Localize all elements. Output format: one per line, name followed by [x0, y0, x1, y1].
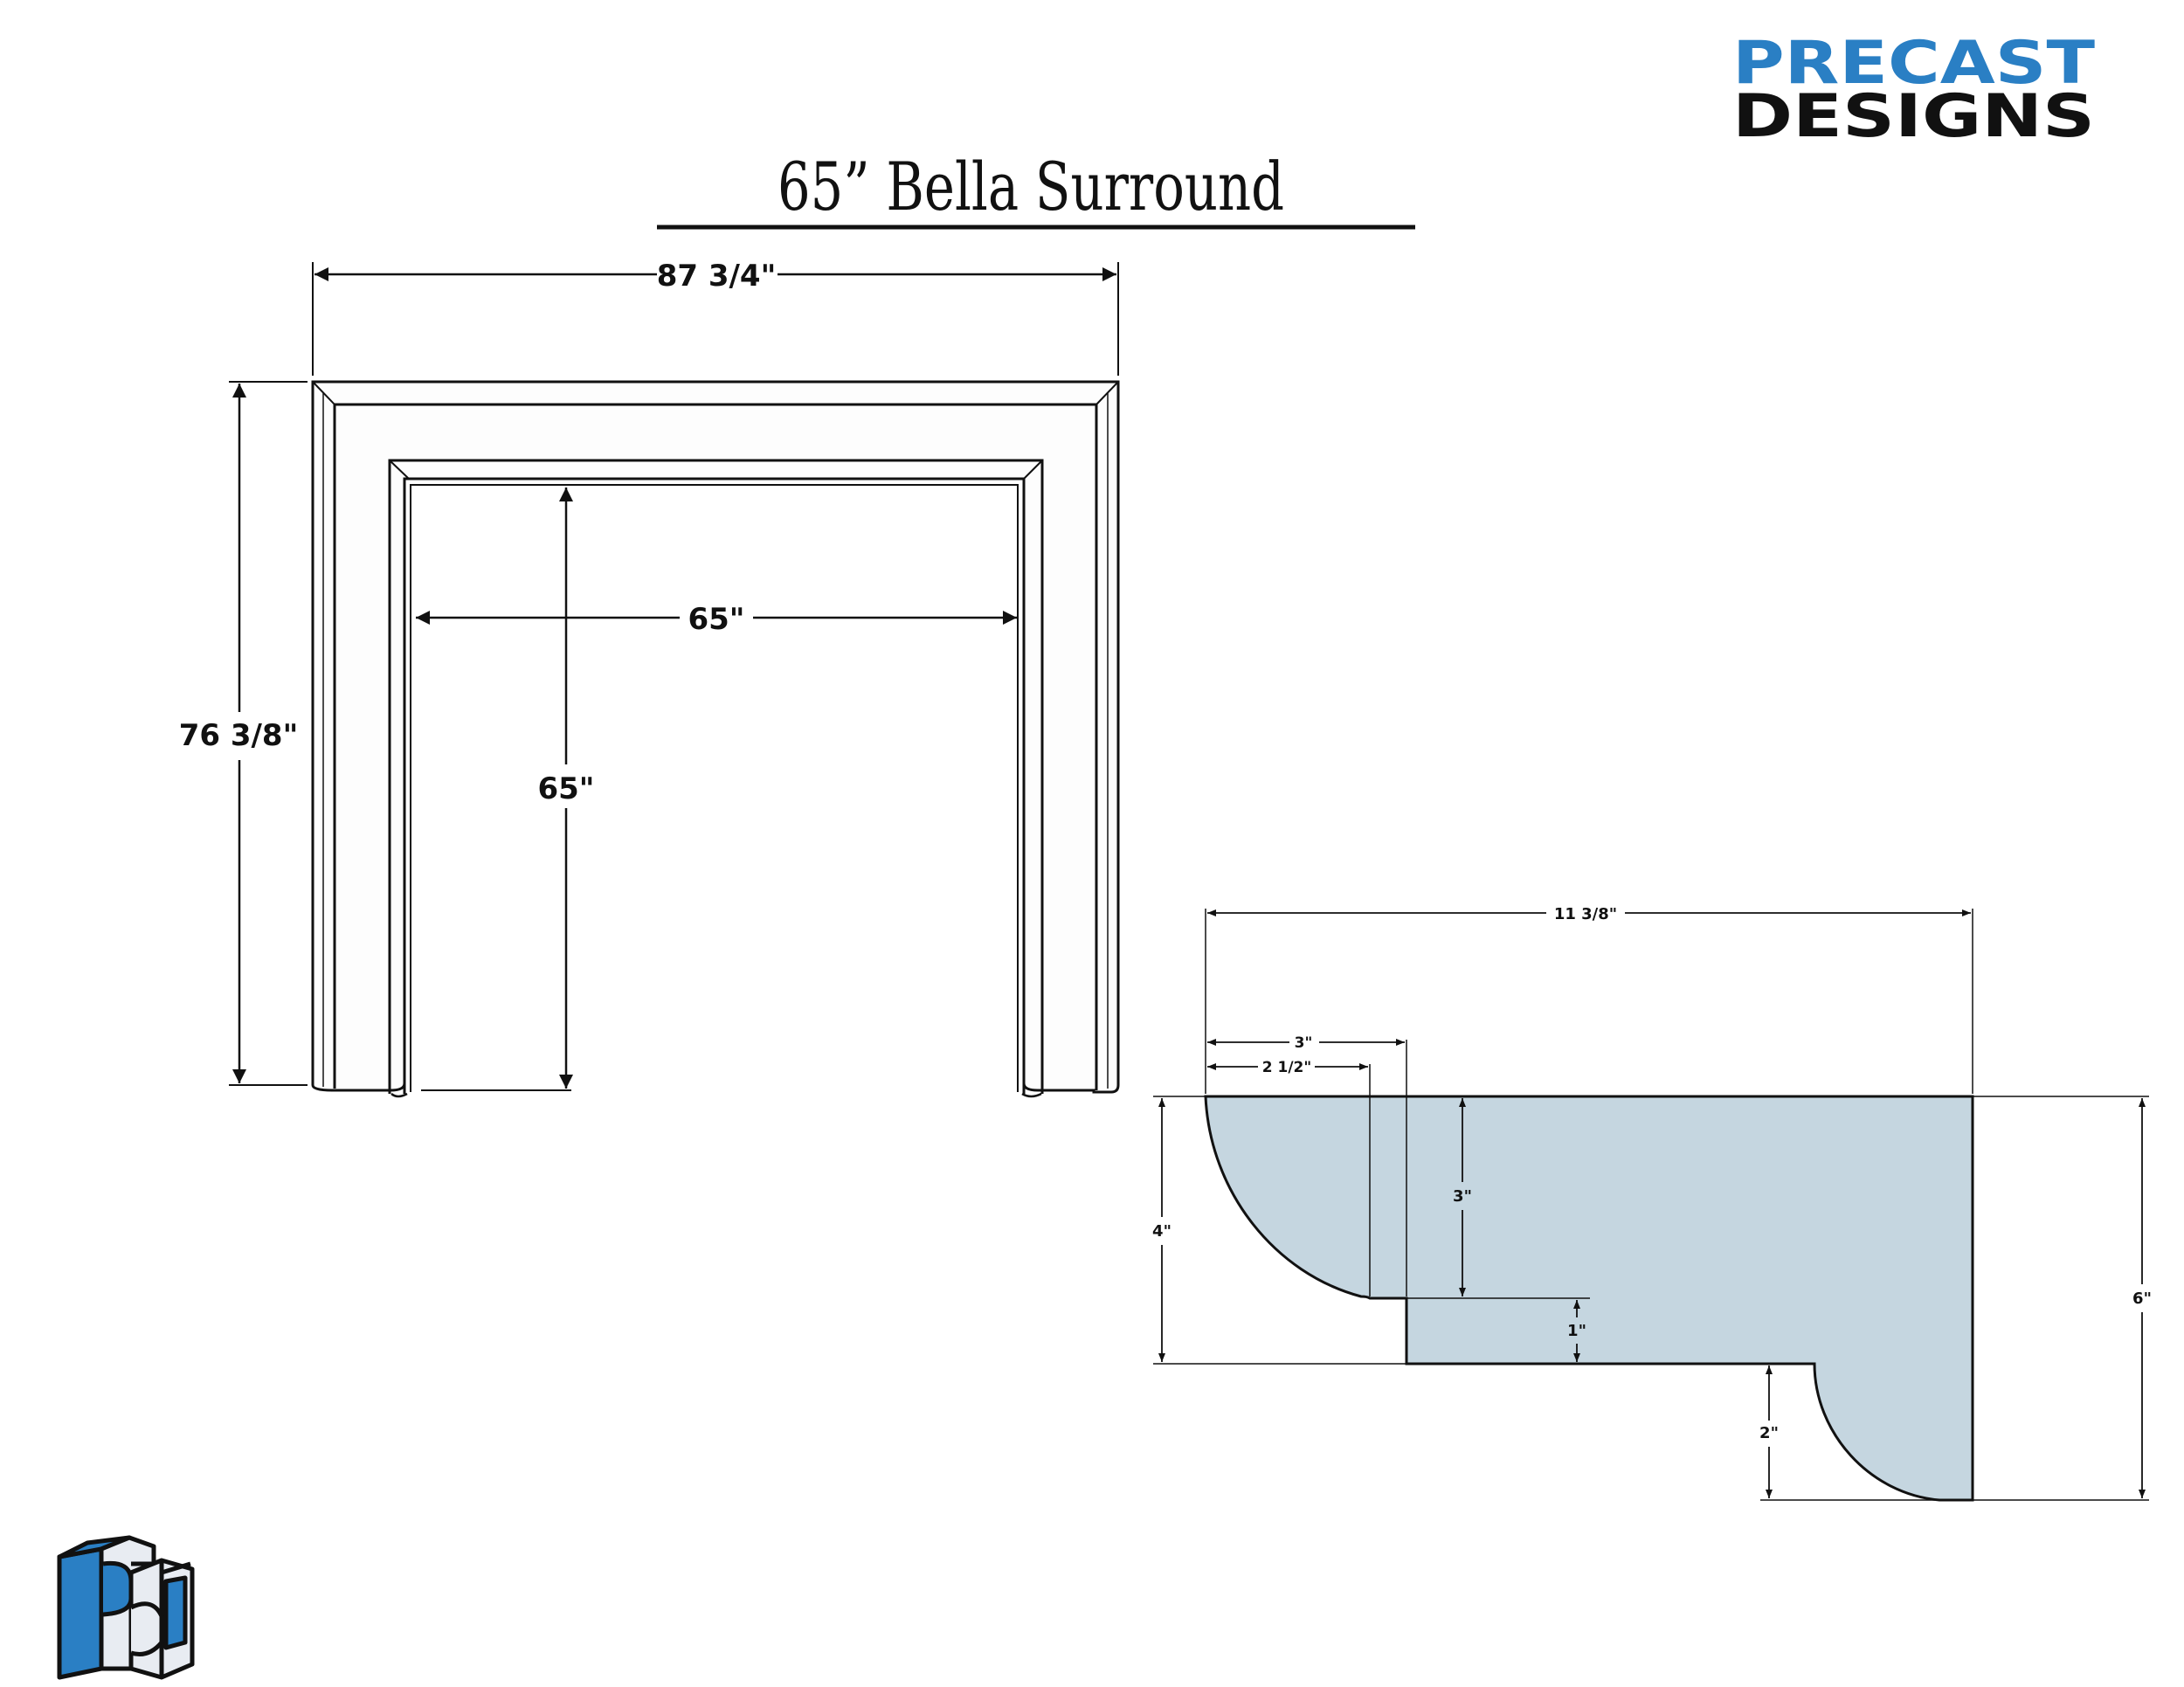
opening-height-label: 65" — [537, 771, 594, 806]
front-elevation — [311, 380, 1120, 1098]
dimension-overall-width — [312, 262, 1119, 376]
overall-width-label: 87 3/4" — [657, 259, 777, 294]
surround-outer-outline — [311, 380, 1120, 1094]
cove-height-label: 2" — [1759, 1424, 1779, 1442]
profile-height-label: 6" — [2132, 1289, 2152, 1308]
pd-cube-logo-icon — [57, 1535, 195, 1680]
front-height-label: 4" — [1152, 1222, 1171, 1241]
brand-line1: PRECAST — [1732, 29, 2096, 98]
step-depth-inner-label: 2 1/2" — [1262, 1059, 1311, 1076]
step-depth-outer-label: 3" — [1295, 1034, 1313, 1052]
lip-height-label: 1" — [1567, 1322, 1586, 1340]
brand-line2: DESIGNS — [1732, 82, 2095, 151]
overall-height-label: 76 3/8" — [179, 718, 299, 753]
dimension-opening-height — [421, 487, 573, 1091]
brand-logo: PRECAST DESIGNS — [1732, 29, 2096, 151]
step-height-label: 3" — [1453, 1187, 1472, 1206]
profile-extension-lines — [1153, 909, 2149, 1501]
dimension-overall-height — [229, 381, 308, 1086]
profile-depth-label: 11 3/8" — [1554, 905, 1617, 923]
page-title: 65” Bella Surround — [778, 148, 1284, 225]
opening-width-label: 65" — [688, 602, 744, 637]
